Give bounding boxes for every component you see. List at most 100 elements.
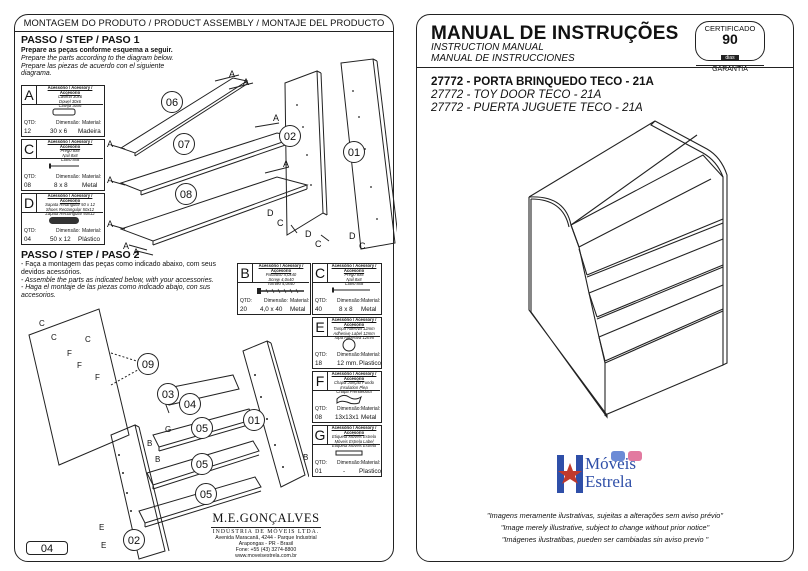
manufacturer-address: Avenida Maracanã, 4244 - Parque Industri… [215, 535, 317, 541]
step2-text-es: - Haga el montaje de las piezas como ind… [21, 284, 211, 300]
label-e: E [99, 523, 105, 532]
qty-value: 08 [24, 182, 32, 189]
accessory-name: Chapa Prendedora [336, 389, 372, 395]
accessory-name: Nail 8x8 [62, 152, 78, 158]
accessory-heading: Acessório / Acessory / Accesorio [47, 193, 93, 203]
assembly-header: MONTAGEM DO PRODUTO / PRODUCT ASSEMBLY /… [15, 15, 393, 32]
disclaimer-en: "Image merely illustrative, subject to c… [500, 523, 710, 532]
label-d: D [349, 231, 356, 241]
dim-label: Dimensão: [56, 228, 80, 234]
product-name-es: 27772 - PUERTA JUGUETE TECO - 21A [431, 101, 643, 114]
brand-line1: Móveis [585, 454, 636, 473]
mat-label: Material: [361, 352, 381, 358]
accessory-letter: B [238, 264, 253, 283]
accessory-name: Nail 8x8 [346, 276, 362, 282]
accessory-letter: G [313, 426, 328, 445]
dim-label: Dimensão: [337, 406, 361, 412]
qty-label: QTD: [315, 298, 327, 304]
manufacturer-city: Arapongas - PR - Brasil [238, 541, 294, 548]
accessory-name: Prego 8x8 [344, 272, 364, 278]
label-c: C [359, 241, 366, 251]
label-sticker-icon [335, 450, 363, 456]
qty-value: 04 [24, 236, 32, 243]
accessory-name: Etiqueta Móveis Estrela [332, 443, 376, 449]
qty-label: QTD: [315, 406, 327, 412]
nail-icon [332, 287, 370, 293]
label-a: A [123, 241, 130, 251]
manual-cover-panel: MANUAL DE INSTRUÇÕES INSTRUCTION MANUAL … [416, 14, 794, 562]
label-d: D [305, 229, 312, 239]
manufacturer-subtitle: INDÚSTRIA DE MÓVEIS LTDA. [211, 527, 321, 535]
disclaimer-pt: "Imagens meramente ilustrativas, sujeita… [487, 511, 723, 520]
dim-label: Dimensão: [264, 298, 288, 304]
shoe-icon [49, 217, 79, 224]
dowel-icon [52, 108, 76, 116]
qty-label: QTD: [24, 228, 36, 234]
qty-value: 20 [240, 306, 248, 313]
product-name-en: 27772 - TOY DOOR TECO - 21A [431, 88, 602, 101]
piece-label-07: 07 [173, 133, 195, 155]
accessory-letter: A [22, 86, 37, 105]
mat-label: Material: [361, 406, 381, 412]
step2-title: PASSO / STEP / PASO 2 [21, 249, 140, 261]
accessory-heading: Acessório / Acessory / Accesorio [331, 425, 377, 435]
accessory-heading: Acessório / Acessory / Accesorio [331, 317, 377, 327]
accessory-name: Sapata Retangular 50 x 12 [45, 202, 95, 208]
mat-label: Material: [82, 174, 102, 180]
accessory-name: Clavija 30x6 [58, 103, 82, 109]
piece-label-06: 06 [161, 91, 183, 113]
accessory-name: Clavo 8x8 [344, 281, 364, 287]
mat-label: Material: [82, 228, 102, 234]
accessory-name: Chapa Junção Fundo [333, 380, 375, 386]
mat-value: Madeira [78, 128, 101, 135]
qty-value: 40 [315, 306, 323, 313]
label-a: A [283, 159, 290, 169]
accessory-heading: Acessório / Acessory / Accesorio [331, 371, 377, 381]
mat-value: Metal [361, 414, 377, 421]
mat-value: Metal [82, 182, 98, 189]
accessory-name: Tornillo 4,0x40 [267, 281, 295, 287]
certificate-label: CERTIFICADO [704, 24, 756, 33]
qty-label: QTD: [315, 352, 327, 358]
accessory-name: Cavilha 30x6 [57, 94, 83, 100]
dim-value: - [343, 468, 346, 475]
mat-value: Plastico [359, 468, 382, 475]
accessory-letter: C [313, 264, 328, 283]
accessory-name: Clavo 8x8 [60, 157, 80, 163]
step2-text-en: - Assemble the parts as indicated below,… [21, 276, 214, 284]
accessory-name: Tapa Adhesiva 12mm [333, 335, 375, 341]
disclaimer-es: "Imágenes ilustratibas, pueden ser cambi… [501, 535, 709, 544]
accessory-name: Screw 4,0x40 [268, 276, 294, 282]
accessory-name: Adhesive Label 12mm [333, 330, 375, 336]
qty-value: 12 [24, 128, 32, 135]
qty-value: 01 [315, 468, 323, 475]
qty-label: QTD: [24, 120, 36, 126]
manufacturer-name: M.E.GONÇALVES [212, 511, 320, 525]
accessory-name: Dowel 30x6 [59, 98, 81, 104]
manual-subtitle-en: INSTRUCTION MANUAL [431, 42, 544, 53]
accessory-heading: Acessório / Acessory / Accesorio [331, 263, 377, 273]
dim-value: 13x13x1 [335, 414, 359, 421]
dim-label: Dimensão: [337, 298, 361, 304]
piece-label-05: 05 [191, 453, 213, 475]
dim-label: Dimensão: [56, 120, 80, 126]
dim-value: 12 mm. [337, 360, 358, 367]
step2-text-pt: - Faça a montagem das peças como indicad… [21, 261, 216, 276]
screw-icon [257, 288, 304, 294]
mat-value: Plástico [78, 236, 101, 243]
step1-text-en: Prepare the parts according to the diagr… [21, 54, 174, 62]
step1-text: Prepare as peças conforme esquema a segu… [21, 47, 221, 78]
label-c: C [85, 335, 91, 344]
accessory-heading: Acessório / Acessory / Accesorio [47, 139, 93, 149]
